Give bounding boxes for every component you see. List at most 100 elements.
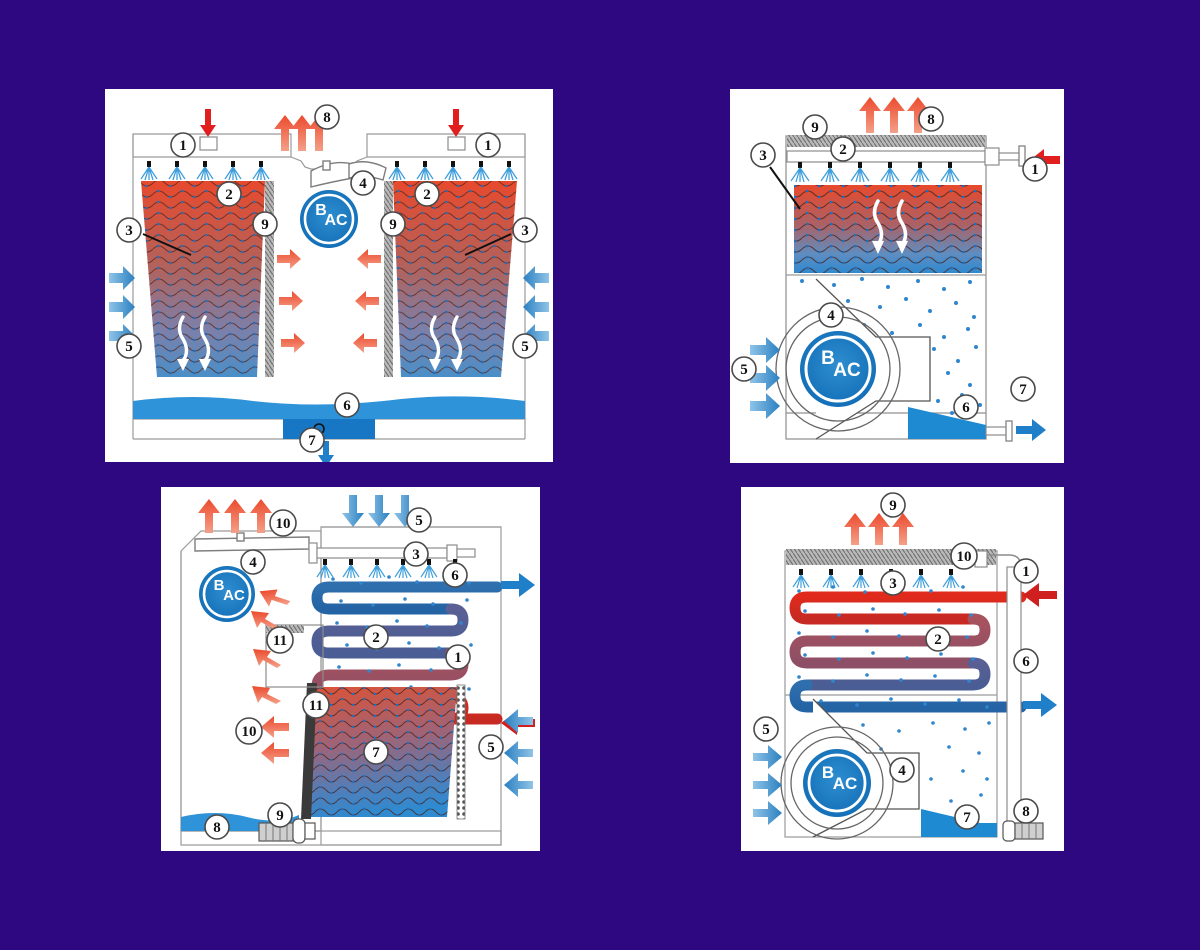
callout-circle <box>512 333 538 359</box>
callout-circle <box>116 333 142 359</box>
callout-water-distribution-right: 2 <box>414 181 440 207</box>
svg-text:AC: AC <box>833 774 858 793</box>
callout-air-inlet-top: 5 <box>406 507 432 533</box>
leader-fill-right <box>464 233 512 256</box>
leader-fill-left <box>142 233 192 256</box>
callout-discharge-air: 10 <box>269 509 297 537</box>
water-distribution-header <box>308 542 476 564</box>
callout-water-distribution-spray: 3 <box>880 570 906 596</box>
callout-number: 2 <box>934 632 942 648</box>
callout-circle <box>880 570 906 596</box>
callout-heat-transfer-fill-left: 3 <box>116 217 142 243</box>
callout-number: 5 <box>521 339 529 355</box>
drift-eliminator-left <box>265 181 274 377</box>
callout-circle <box>880 492 906 518</box>
panel-combined-flow-closed-circuit-cooler: B AC <box>161 487 540 851</box>
callout-number: 1 <box>179 138 187 154</box>
water-distribution-header <box>786 145 1026 167</box>
callout-number: 6 <box>343 398 351 414</box>
callout-process-fluid-inlet: 1 <box>445 644 471 670</box>
callout-drift-eliminator: 9 <box>802 114 828 140</box>
callout-circle <box>252 211 278 237</box>
callout-number: 4 <box>827 308 835 324</box>
callout-circle <box>445 644 471 670</box>
callout-circle <box>478 734 504 760</box>
callout-hot-water-inlet-left: 1 <box>170 132 196 158</box>
callout-cold-water-basin: 7 <box>954 804 980 830</box>
callout-number: 6 <box>962 400 970 416</box>
callout-number: 5 <box>125 339 133 355</box>
callout-discharge-air: 8 <box>918 106 944 132</box>
internal-air-arrows <box>251 589 291 764</box>
callout-centrifugal-fan: 4 <box>889 757 915 783</box>
leader-fill <box>769 166 801 210</box>
callout-number: 3 <box>412 547 420 563</box>
callout-circle <box>731 356 757 382</box>
callout-number: 9 <box>276 808 284 824</box>
callout-circle <box>918 106 944 132</box>
callout-heat-transfer-fill: 7 <box>363 739 389 765</box>
hot-water-inlet-arrow-left <box>199 109 218 151</box>
air-inlet-arrows-side <box>504 709 533 797</box>
callout-number: 9 <box>811 120 819 136</box>
spray-nozzle-row-right <box>388 161 518 181</box>
callout-air-flow-through-fill: 10 <box>235 717 263 745</box>
callout-circle <box>350 170 376 196</box>
callout-number: 9 <box>389 217 397 233</box>
cold-water-outlet <box>985 419 1046 442</box>
callout-number: 4 <box>359 176 367 192</box>
callout-number: 8 <box>1022 804 1030 820</box>
callout-circle <box>475 132 501 158</box>
callout-drift-eliminator-right: 9 <box>380 211 406 237</box>
callout-recirculating-pump: 9 <box>267 802 293 828</box>
callout-number: 11 <box>309 698 323 714</box>
process-fluid-outlet-arrow <box>501 573 535 597</box>
callout-number: 1 <box>1031 162 1039 178</box>
callout-number: 9 <box>261 217 269 233</box>
water-flow-arrowheads <box>872 241 908 254</box>
discharge-air-arrows <box>859 97 929 133</box>
callout-number: 10 <box>242 724 257 740</box>
callout-number: 1 <box>1022 564 1030 580</box>
fan-blade-assembly <box>194 532 310 552</box>
svg-text:B: B <box>214 577 225 594</box>
callout-circle <box>830 136 856 162</box>
callout-circle <box>753 716 779 742</box>
callout-number: 11 <box>273 633 287 649</box>
callout-process-fluid-outlet: 6 <box>1013 648 1039 674</box>
callout-drift-eliminator: 10 <box>950 542 978 570</box>
callout-circle <box>953 394 979 420</box>
callout-discharge-air: 9 <box>880 492 906 518</box>
callout-circle <box>116 217 142 243</box>
callout-number: 5 <box>415 513 423 529</box>
spray-nozzle-row <box>316 559 464 579</box>
callout-number: 2 <box>225 187 233 203</box>
callout-circle <box>1010 376 1036 402</box>
fill-media <box>794 185 982 273</box>
callout-cold-water-basin: 8 <box>204 814 230 840</box>
callout-air-inlet: 5 <box>731 356 757 382</box>
callout-drift-eliminator-upper: 11 <box>266 626 294 654</box>
callout-circle <box>170 132 196 158</box>
callout-number: 8 <box>323 110 331 126</box>
air-inlet-arrows-top <box>342 495 416 527</box>
callout-number: 1 <box>454 650 462 666</box>
callout-circle <box>314 104 340 130</box>
callout-number: 6 <box>1022 654 1030 670</box>
process-fluid-outlet-arrow <box>1023 693 1057 717</box>
recirculating-pump <box>1002 820 1044 842</box>
callout-water-distribution-spray: 3 <box>403 541 429 567</box>
callout-circle <box>512 217 538 243</box>
callout-air-inlet: 5 <box>753 716 779 742</box>
callout-circle <box>363 739 389 765</box>
hot-water-inlet-arrow-right <box>447 109 466 151</box>
callout-circle <box>1013 558 1039 584</box>
callout-circle <box>406 507 432 533</box>
callout-circle <box>925 626 951 652</box>
callout-number: 5 <box>762 722 770 738</box>
